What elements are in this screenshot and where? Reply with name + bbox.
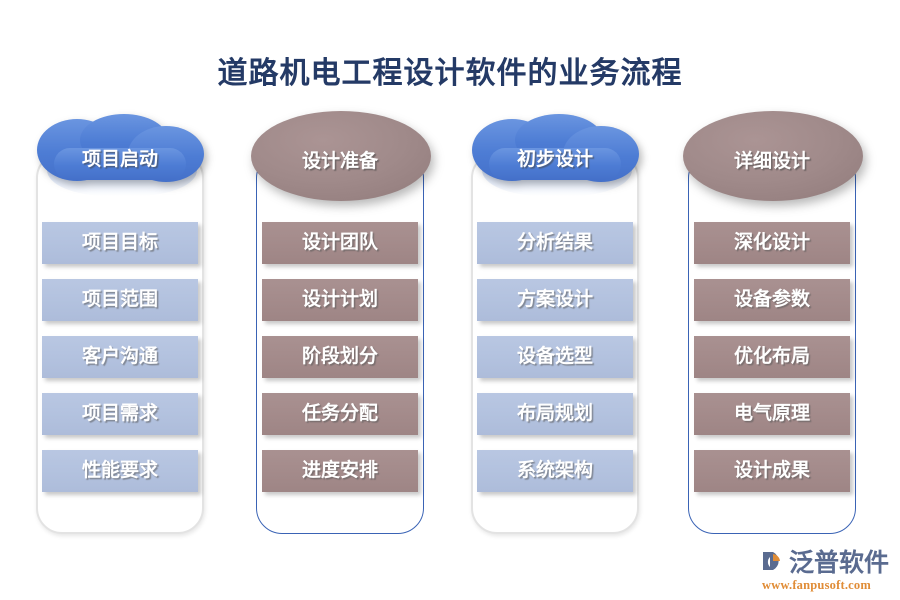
flow-item[interactable]: 设备参数	[694, 279, 850, 321]
flow-column-2: 设计准备 设计团队 设计计划 阶段划分 任务分配 进度安排	[240, 110, 440, 536]
company-logo[interactable]: 泛普软件 www.fanpusoft.com	[760, 543, 892, 592]
column-items-1: 项目目标 项目范围 客户沟通 项目需求 性能要求	[42, 222, 198, 507]
column-header-label-1: 项目启动	[81, 149, 158, 170]
flow-item[interactable]: 方案设计	[477, 279, 633, 321]
column-items-2: 设计团队 设计计划 阶段划分 任务分配 进度安排	[262, 222, 418, 507]
logo-name: 泛普软件	[789, 550, 890, 577]
flow-column-4: 详细设计 深化设计 设备参数 优化布局 电气原理 设计成果	[672, 110, 872, 536]
fanpu-logo-icon	[763, 552, 780, 570]
flow-item[interactable]: 客户沟通	[42, 336, 198, 378]
flow-item[interactable]: 设备选型	[477, 336, 633, 378]
flow-item[interactable]: 设计计划	[262, 279, 418, 321]
flow-column-1: 项目启动 项目目标 项目范围 客户沟通 项目需求 性能要求	[20, 112, 220, 536]
column-header-label-2: 设计准备	[301, 151, 378, 172]
flow-item[interactable]: 设计成果	[694, 450, 850, 492]
flow-item[interactable]: 设计团队	[262, 222, 418, 264]
column-items-3: 分析结果 方案设计 设备选型 布局规划 系统架构	[477, 222, 633, 507]
flow-item[interactable]: 项目范围	[42, 279, 198, 321]
flow-item[interactable]: 项目目标	[42, 222, 198, 264]
flow-item[interactable]: 阶段划分	[262, 336, 418, 378]
flow-column-3: 初步设计 分析结果 方案设计 设备选型 布局规划 系统架构	[455, 112, 655, 536]
column-header-label-3: 初步设计	[516, 149, 593, 170]
logo-row: 泛普软件	[760, 543, 892, 579]
flow-item[interactable]: 系统架构	[477, 450, 633, 492]
flow-item[interactable]: 深化设计	[694, 222, 850, 264]
column-items-4: 深化设计 设备参数 优化布局 电气原理 设计成果	[694, 222, 850, 507]
flow-item[interactable]: 项目需求	[42, 393, 198, 435]
logo-url: www.fanpusoft.com	[762, 578, 871, 592]
flow-item[interactable]: 分析结果	[477, 222, 633, 264]
flow-item[interactable]: 进度安排	[262, 450, 418, 492]
flow-item[interactable]: 优化布局	[694, 336, 850, 378]
ellipse-icon-4	[680, 110, 866, 202]
flow-item[interactable]: 布局规划	[477, 393, 633, 435]
process-flow-diagram: 项目启动 项目目标 项目范围 客户沟通 项目需求 性能要求	[0, 110, 900, 542]
flow-item[interactable]: 电气原理	[694, 393, 850, 435]
flow-item[interactable]: 性能要求	[42, 450, 198, 492]
page-title: 道路机电工程设计软件的业务流程	[217, 57, 683, 90]
ellipse-icon-2	[248, 110, 434, 202]
flow-item[interactable]: 任务分配	[262, 393, 418, 435]
column-header-label-4: 详细设计	[733, 151, 810, 172]
